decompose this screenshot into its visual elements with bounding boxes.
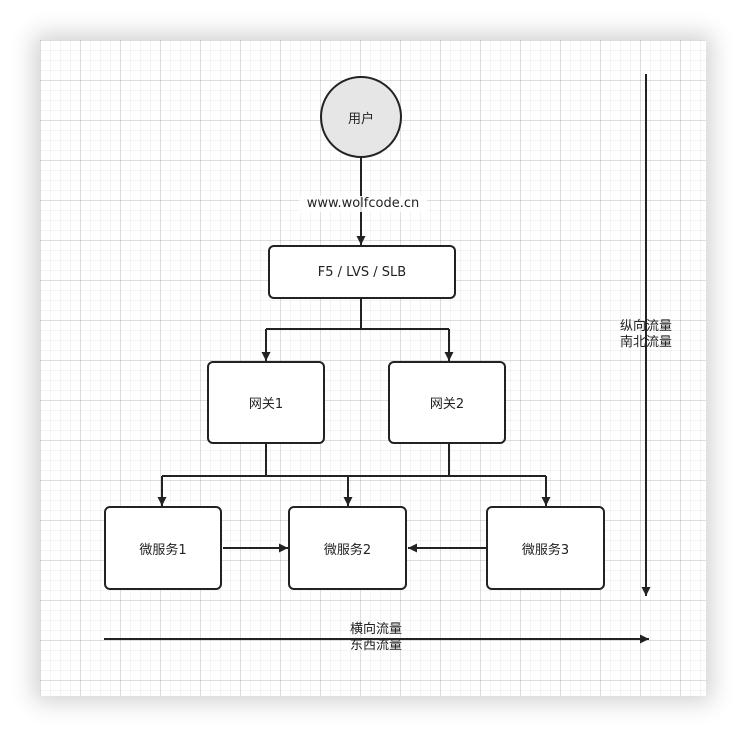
vertical-flow-label-line1: 纵向流量: [619, 319, 672, 334]
horizontal-flow-label: 横向流量 东西流量: [336, 622, 416, 654]
service-3-label: 微服务3: [521, 542, 570, 558]
service-3-node: 微服务3: [486, 506, 605, 590]
vertical-flow-label-line2: 南北流量: [619, 335, 672, 350]
service-1-node: 微服务1: [104, 506, 222, 590]
horizontal-flow-label-line2: 东西流量: [349, 638, 402, 653]
gateway-2-node: 网关2: [388, 361, 506, 444]
vertical-flow-label: 纵向流量 南北流量: [606, 319, 686, 351]
load-balancer-label: F5 / LVS / SLB: [317, 264, 407, 280]
gateway-2-label: 网关2: [429, 397, 465, 412]
load-balancer-node: F5 / LVS / SLB: [268, 245, 456, 299]
service-2-label: 微服务2: [323, 542, 372, 558]
service-2-node: 微服务2: [288, 506, 407, 590]
domain-label: www.wolfcode.cn: [299, 196, 427, 212]
service-1-label: 微服务1: [139, 542, 187, 558]
user-node: 用户: [320, 76, 402, 158]
user-node-label: 用户: [347, 111, 374, 127]
gateway-1-node: 网关1: [207, 361, 325, 444]
gateway-1-label: 网关1: [248, 397, 284, 412]
horizontal-flow-label-line1: 横向流量: [349, 622, 402, 637]
